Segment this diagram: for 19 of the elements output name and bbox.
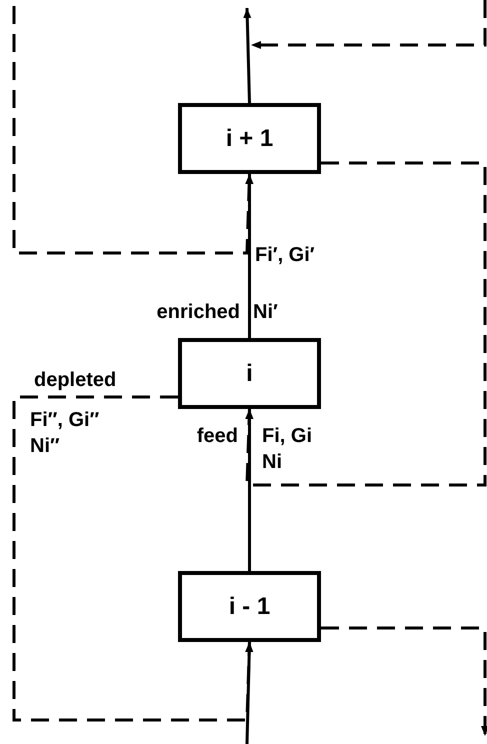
stage-box: i + 1: [178, 103, 321, 174]
flow-label: feed: [196, 424, 238, 448]
flow-label: Fi″, Gi″: [30, 408, 100, 432]
flow-label: Ni′: [253, 300, 278, 324]
flow-label: depleted: [34, 368, 116, 392]
arrow: [245, 642, 254, 744]
arrow: [246, 174, 254, 338]
arrow: [246, 409, 254, 571]
flow-label: enriched: [156, 300, 240, 324]
arrow: [245, 162, 486, 486]
flow-label: Fi′, Gi′: [255, 243, 315, 267]
stage-box: i - 1: [178, 571, 321, 642]
arrow: [243, 8, 252, 104]
arrow: [321, 626, 487, 736]
flow-label: Fi, Gi: [262, 424, 312, 448]
flow-label: Ni″: [30, 434, 60, 458]
stage-box: i: [178, 338, 321, 409]
flow-label: Ni: [262, 450, 282, 474]
arrow: [12, 6, 254, 254]
